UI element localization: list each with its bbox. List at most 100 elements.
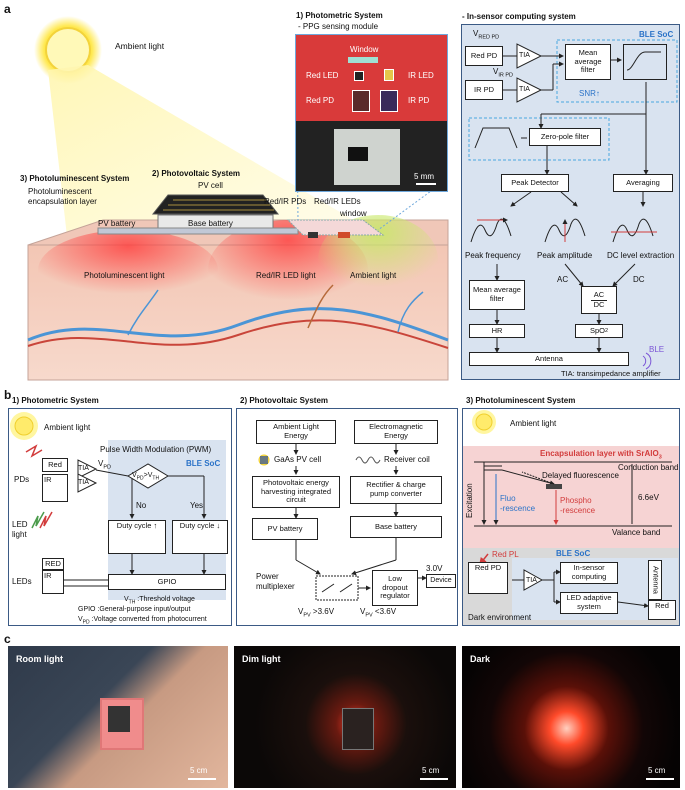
base-battery-label: Base battery	[188, 219, 233, 228]
averaging-box: Averaging	[613, 174, 673, 192]
red-pd-box: Red PD	[465, 46, 503, 66]
leds-label: LEDs	[12, 577, 32, 586]
b1-ble-soc: BLE SoC	[186, 459, 221, 468]
snr-label: SNR↑	[579, 89, 600, 98]
ir-pd-label: IR PD	[408, 96, 430, 105]
b1-tia-1: TIA	[78, 465, 89, 472]
conduction-band-label: Conduction band	[618, 463, 679, 472]
red-ir-led-light-label: Red/IR LED light	[256, 271, 316, 280]
b3-red-pd-box: Red PD	[468, 562, 508, 594]
b1-ambient-light: Ambient light	[44, 423, 91, 432]
vir-label: VIR PD	[493, 67, 514, 79]
pds-label: PDs	[14, 475, 30, 484]
v30-label: 3.0V	[426, 564, 443, 573]
tia-label-1: TIA	[519, 52, 530, 59]
ble-label: BLE	[649, 345, 665, 354]
window-small-label: window	[340, 209, 367, 218]
b3-ambient-light: Ambient light	[510, 419, 557, 428]
dim-scale-label: 5 cm	[422, 766, 440, 775]
photoluminescent-title: 3) Photoluminescent System	[20, 174, 130, 183]
encapsulation-layer-label: Encapsulation layer with SrAlO3	[540, 449, 662, 461]
filter-response-box	[623, 44, 667, 80]
dim-light-label: Dim light	[242, 654, 281, 664]
b-photolum-diagram: Ambient light Encapsulation layer with S…	[462, 408, 680, 626]
b-photometric-title: 1) Photometric System	[12, 396, 99, 405]
photo-room-light: Room light 5 cm	[8, 646, 228, 788]
ir-led-label: IR LED	[408, 71, 434, 80]
energy-gap-label: 6.6eV	[638, 493, 659, 502]
dc-level-label: DC level extraction	[607, 251, 675, 260]
device-box: Device	[426, 574, 456, 588]
b-photovoltaic-frame	[236, 408, 458, 626]
gpio-box: GPIO	[108, 574, 226, 590]
ambient-energy-box: Ambient Light Energy	[256, 420, 336, 444]
red-ir-leds-label: Red/IR LEDs	[314, 197, 361, 206]
room-light-label: Room light	[16, 654, 63, 664]
photovoltaic-title: 2) Photovoltaic System	[152, 169, 241, 178]
pwm-label: Pulse Width Modulation (PWM)	[100, 445, 212, 454]
photoluminescent-light-label: Photoluminescent light	[84, 271, 165, 280]
peak-amplitude-label: Peak amplitude	[537, 251, 593, 260]
led-light-label: LED light	[12, 520, 28, 539]
dark-environment-label: Dark environment	[468, 613, 532, 622]
harvest-circuit-box: Photovoltaic energy harvesting integrate…	[252, 476, 340, 508]
peak-detector-box: Peak Detector	[501, 174, 569, 192]
room-scale-label: 5 cm	[190, 766, 208, 775]
mean-average-filter-box-2: Mean average filter	[469, 280, 525, 310]
b3-tia-label: TIA	[526, 577, 537, 584]
red-ir-pds-label: Red/IR PDs	[264, 197, 307, 206]
base-battery-box: Base battery	[350, 516, 442, 538]
rectifier-box: Rectifier & charge pump converter	[350, 476, 442, 504]
ac-numerator: AC	[590, 290, 608, 301]
antenna-box: Antenna	[469, 352, 629, 366]
b-photolum-title: 3) Photoluminescent System	[466, 396, 576, 405]
led-adaptive-box: LED adaptive system	[560, 592, 618, 614]
panel-b-letter: b	[4, 388, 12, 402]
ldo-box: Low dropout regulator	[372, 570, 418, 606]
power-mux-label: Power multiplexer	[256, 572, 295, 591]
peak-frequency-label: Peak frequency	[465, 251, 521, 260]
dark-scale-label: 5 cm	[648, 766, 666, 775]
phosphorescence-label: Phospho -rescence	[560, 496, 596, 515]
b3-antenna-box: Antenna	[648, 560, 662, 600]
tia-note: TIA: transimpedance amplifier	[561, 369, 661, 378]
photo-dim-light: Dim light 5 cm	[234, 646, 456, 788]
no-label: No	[136, 501, 147, 510]
delayed-fluorescence-label: Delayed fluorescence	[542, 471, 619, 480]
valance-band-label: Valance band	[612, 528, 661, 537]
led-ir-box: IR	[42, 570, 64, 594]
note-vpd: VPD :Voltage converted from photocurrent	[78, 616, 207, 626]
hr-box: HR	[469, 324, 525, 338]
device-illustration	[27, 16, 449, 381]
em-energy-box: Electromagnetic Energy	[354, 420, 438, 444]
red-led-label: Red LED	[306, 71, 339, 80]
window-label: Window	[350, 45, 379, 54]
insensor-box: In-sensor computing	[560, 562, 618, 584]
b1-tia-2: TIA	[78, 479, 89, 486]
panel-a-letter: a	[4, 2, 11, 16]
note-gpio: GPIO :General-purpose input/output	[78, 606, 191, 613]
ir-pd-box: IR PD	[465, 80, 503, 100]
receiver-coil-label: Receiver coil	[384, 455, 430, 464]
vpv-low-label: VPV <3.6V	[360, 607, 397, 619]
mean-average-filter-box: Mean average filter	[565, 44, 611, 80]
excitation-label: Excitation	[465, 483, 474, 518]
vpv-high-label: VPV >3.6V	[298, 607, 335, 619]
room-scale-bar	[188, 778, 216, 780]
dim-scale-bar	[420, 778, 448, 780]
vpd-label: VPD	[98, 459, 111, 471]
dark-label: Dark	[470, 654, 491, 664]
panel-a-illustration: Ambient light 2) Photovoltaic System PV …	[8, 10, 456, 381]
b3-red-led-box: Red	[648, 600, 676, 620]
yes-label: Yes	[190, 501, 204, 510]
zero-pole-filter-box: Zero-pole filter	[529, 128, 601, 146]
b-photometric-diagram: Ambient light Pulse Width Modulation (PW…	[8, 408, 232, 626]
ambient-light-label: Ambient light	[115, 41, 165, 51]
dc-denominator: DC	[593, 299, 605, 309]
pd-red-box: Red	[42, 458, 68, 472]
scale-bar-5mm	[416, 183, 436, 185]
ambient-light-skin-label: Ambient light	[350, 271, 397, 280]
pv-battery-box: PV battery	[252, 518, 318, 540]
duty-cycle-up-box: Duty cycle ↑	[108, 520, 166, 554]
